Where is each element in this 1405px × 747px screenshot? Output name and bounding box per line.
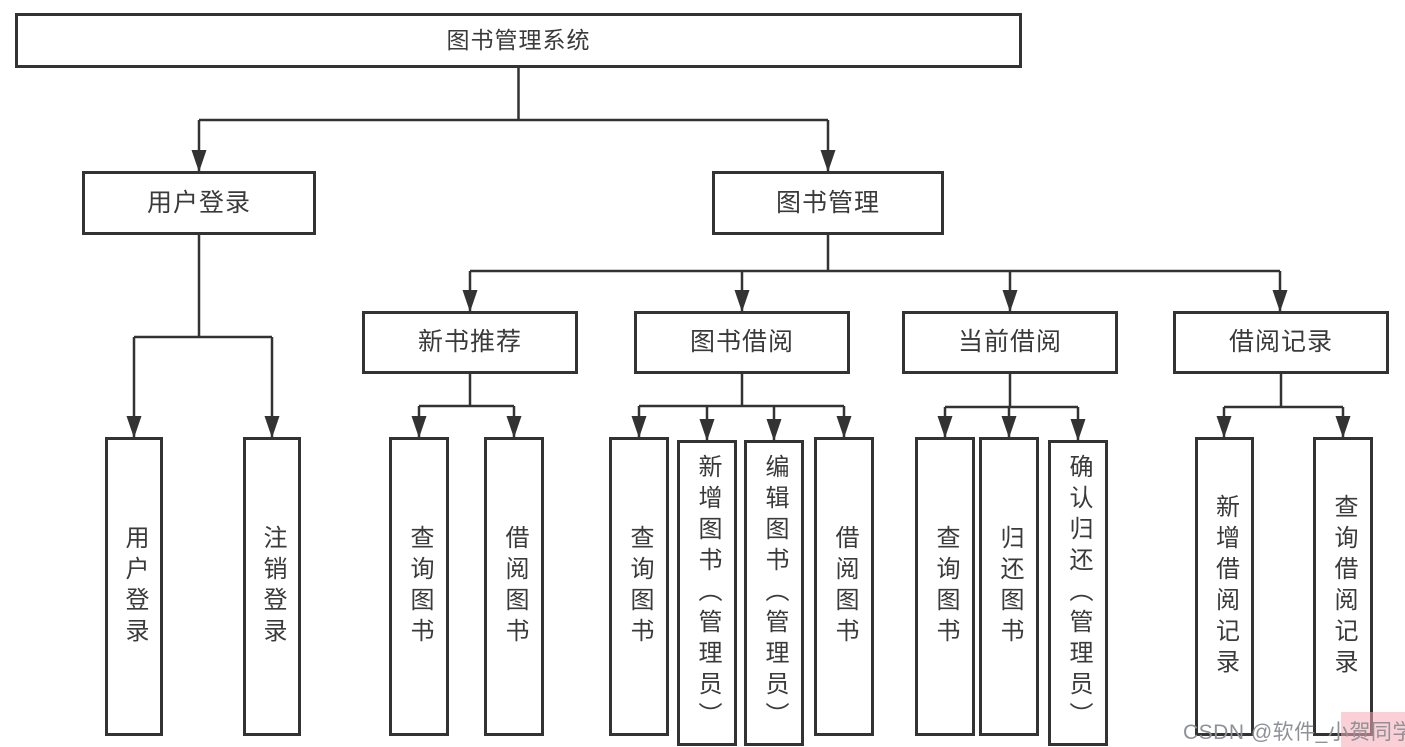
leaf-records-query-record: 查询借阅记录 <box>1313 437 1373 736</box>
node-label: 新书推荐 <box>417 328 522 356</box>
node-current-borrow: 当前借阅 <box>902 311 1118 374</box>
node-label: 新增借阅记录 <box>1211 493 1239 680</box>
leaf-current-confirm-return-admin: 确认归还（管理员） <box>1048 440 1108 746</box>
leaf-current-return-books: 归还图书 <box>979 437 1039 736</box>
leaf-borrow-edit-books-admin: 编辑图书（管理员） <box>744 440 804 746</box>
leaf-borrow-query-books: 查询图书 <box>609 437 669 736</box>
node-label: 注销登录 <box>259 524 286 649</box>
leaf-newrec-query-books: 查询图书 <box>389 437 449 736</box>
leaf-logout: 注销登录 <box>243 437 301 736</box>
leaf-user-login: 用户登录 <box>105 437 163 736</box>
leaf-borrow-add-books-admin: 新增图书（管理员） <box>677 440 737 746</box>
node-borrow-records: 借阅记录 <box>1173 311 1389 374</box>
leaf-current-query-books: 查询图书 <box>915 437 975 736</box>
node-label: 查询图书 <box>626 524 653 649</box>
node-user-login: 用户登录 <box>82 171 316 235</box>
node-label: 图书管理 <box>775 188 880 217</box>
node-label: 当前借阅 <box>957 328 1062 356</box>
node-label: 编辑图书（管理员） <box>761 453 788 733</box>
watermark: CSDN @软件_小贺同学 <box>1183 716 1405 746</box>
node-label: 借阅记录 <box>1228 328 1333 356</box>
node-label: 借阅图书 <box>831 524 858 649</box>
node-label: 归还图书 <box>996 524 1023 649</box>
node-label: 图书借阅 <box>689 328 794 356</box>
node-label: 新增图书（管理员） <box>694 453 721 733</box>
leaf-newrec-borrow-books: 借阅图书 <box>484 437 544 736</box>
node-label: 借阅图书 <box>501 524 528 649</box>
node-label: 用户登录 <box>121 524 148 649</box>
node-label: 图书管理系统 <box>446 27 591 53</box>
node-book-borrow: 图书借阅 <box>634 311 850 374</box>
leaf-borrow-borrow-books: 借阅图书 <box>814 437 874 736</box>
watermark-text: CSDN @软件_小贺同学 <box>1183 721 1405 744</box>
connector-path <box>134 68 1343 409</box>
node-label: 用户登录 <box>146 188 251 217</box>
watermark-highlight <box>1341 712 1405 747</box>
node-label: 确认归还（管理员） <box>1065 453 1092 733</box>
node-label: 查询借阅记录 <box>1330 493 1357 680</box>
node-label: 查询图书 <box>406 524 433 649</box>
leaf-records-add-record: 新增借阅记录 <box>1195 437 1254 736</box>
node-book-management: 图书管理 <box>712 171 944 235</box>
node-label: 查询图书 <box>932 524 959 649</box>
node-root: 图书管理系统 <box>15 13 1022 68</box>
connector-arrows <box>126 120 1351 441</box>
node-new-book-recommend: 新书推荐 <box>362 311 578 374</box>
